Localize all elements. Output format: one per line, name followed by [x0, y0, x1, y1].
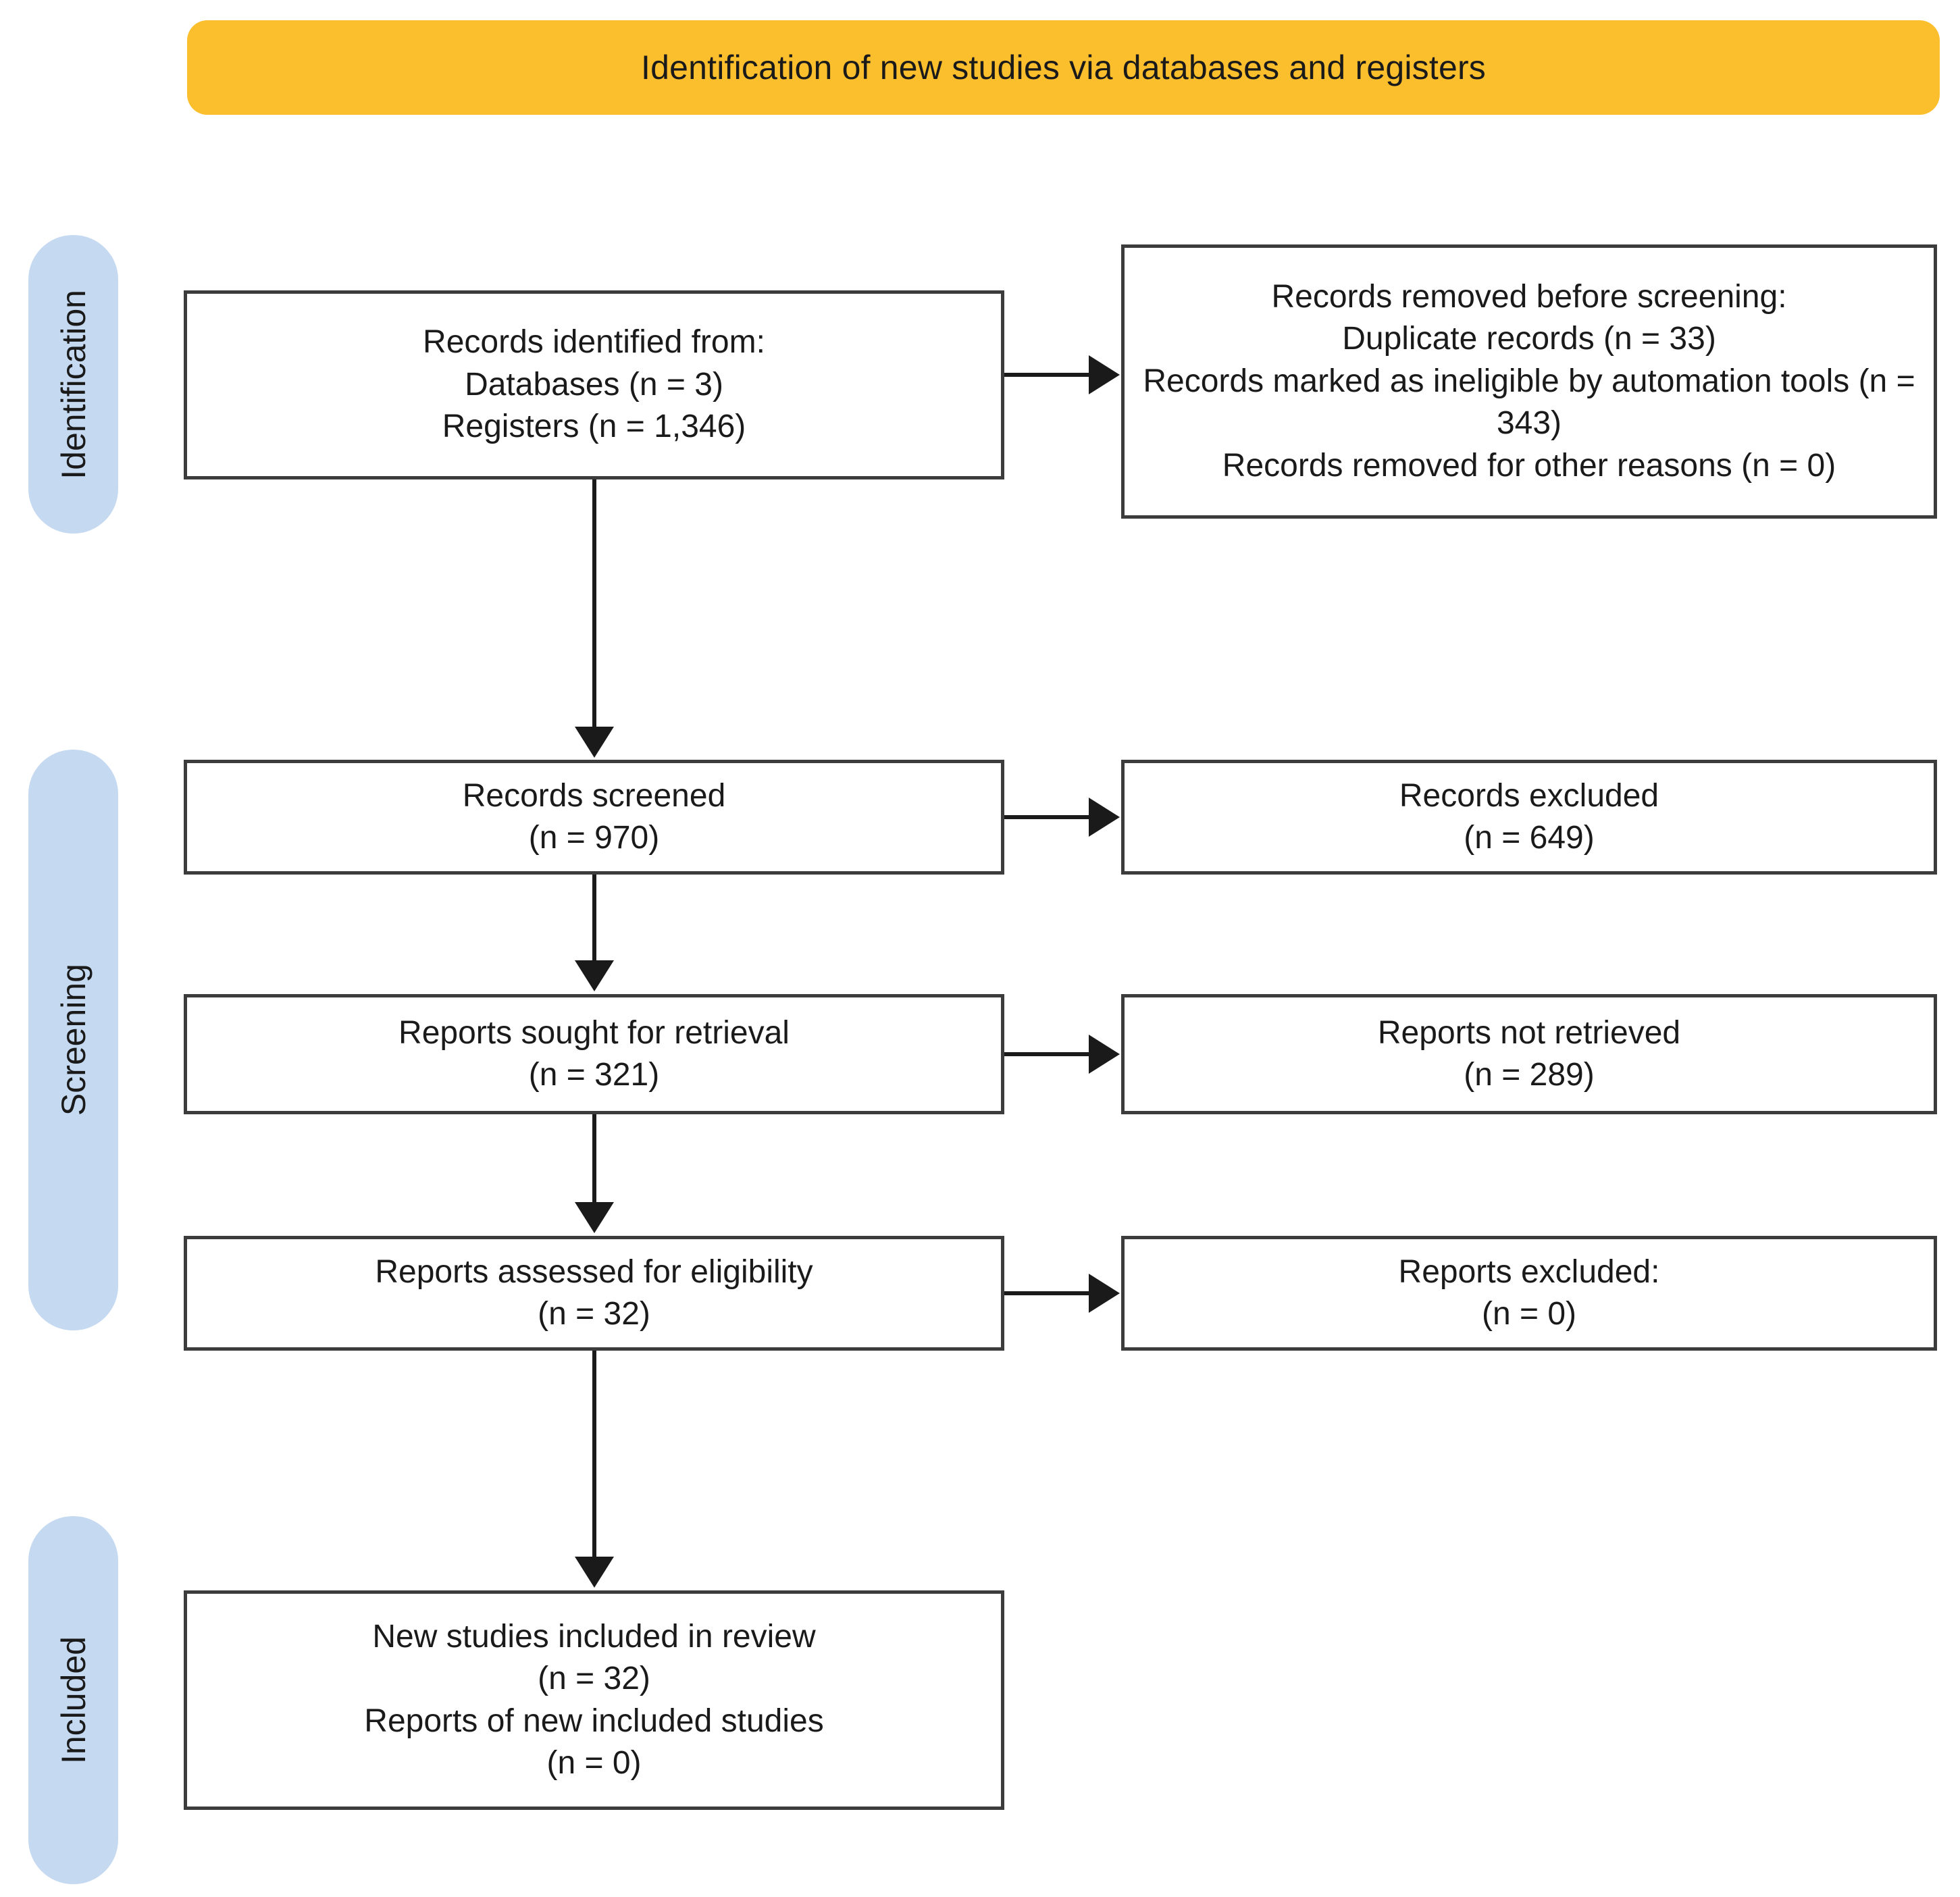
box-line: Duplicate records (n = 33)	[1342, 321, 1716, 357]
box-records-removed-before-screening: Records removed before screening: Duplic…	[1121, 244, 1937, 519]
box-line: (n = 970)	[528, 820, 660, 856]
stage-label-included-text: Included	[54, 1636, 93, 1765]
box-line: (n = 649)	[1464, 820, 1595, 856]
arrowhead-right-icon	[1089, 1274, 1120, 1313]
connector-assessed-to-reports-excluded-line	[1004, 1291, 1091, 1295]
box-line: (n = 321)	[528, 1057, 660, 1093]
box-records-excluded: Records excluded (n = 649)	[1121, 760, 1937, 875]
connector-sought-to-assessed-line	[592, 1114, 596, 1203]
connector-identified-to-removed-line	[1004, 373, 1091, 377]
box-reports-not-retrieved: Reports not retrieved (n = 289)	[1121, 994, 1937, 1114]
arrowhead-right-icon	[1089, 798, 1120, 837]
box-line: Records identified from:	[423, 324, 765, 361]
box-line: (n = 32)	[538, 1661, 650, 1697]
box-reports-excluded: Reports excluded: (n = 0)	[1121, 1236, 1937, 1351]
box-line: Records marked as ineligible by automati…	[1143, 363, 1915, 442]
arrowhead-down-icon	[575, 727, 614, 758]
arrowhead-down-icon	[575, 1202, 614, 1233]
box-line: Records excluded	[1399, 777, 1659, 814]
arrowhead-down-icon	[575, 960, 614, 991]
arrowhead-down-icon	[575, 1557, 614, 1588]
box-line: (n = 32)	[538, 1296, 650, 1332]
box-line: Reports sought for retrieval	[398, 1014, 790, 1051]
box-records-screened: Records screened (n = 970)	[184, 760, 1004, 875]
stage-label-identification: Identification	[28, 235, 118, 534]
connector-assessed-to-included-line	[592, 1351, 596, 1560]
box-line: (n = 0)	[1481, 1296, 1577, 1332]
diagram-header-banner: Identification of new studies via databa…	[187, 20, 1940, 115]
box-line: Reports assessed for eligibility	[375, 1253, 813, 1290]
stage-label-screening: Screening	[28, 750, 118, 1330]
connector-identified-to-screened-line	[592, 479, 596, 729]
arrowhead-right-icon	[1089, 1035, 1120, 1074]
box-line: Databases (n = 3)	[465, 366, 723, 402]
connector-screened-to-excluded-line	[1004, 815, 1091, 819]
box-line: Records screened	[462, 777, 726, 814]
stage-label-screening-text: Screening	[54, 964, 93, 1116]
box-reports-sought-for-retrieval: Reports sought for retrieval (n = 321)	[184, 994, 1004, 1114]
box-line: Registers (n = 1,346)	[442, 409, 746, 445]
box-reports-assessed-for-eligibility: Reports assessed for eligibility (n = 32…	[184, 1236, 1004, 1351]
stage-label-identification-text: Identification	[54, 289, 93, 479]
connector-screened-to-sought-line	[592, 875, 596, 964]
stage-label-included: Included	[28, 1516, 118, 1884]
box-line: (n = 0)	[546, 1744, 642, 1781]
box-new-studies-included-in-review: New studies included in review (n = 32) …	[184, 1590, 1004, 1810]
box-line: Records removed for other reasons (n = 0…	[1222, 447, 1836, 484]
box-line: (n = 289)	[1464, 1057, 1595, 1093]
arrowhead-right-icon	[1089, 355, 1120, 394]
connector-sought-to-not-retrieved-line	[1004, 1052, 1091, 1056]
box-line: Reports not retrieved	[1377, 1014, 1681, 1051]
box-line: New studies included in review	[372, 1618, 816, 1655]
box-line: Reports of new included studies	[364, 1703, 824, 1739]
box-records-identified: Records identified from: Databases (n = …	[184, 290, 1004, 479]
box-line: Records removed before screening:	[1271, 279, 1787, 315]
diagram-title: Identification of new studies via databa…	[640, 48, 1487, 86]
box-line: Reports excluded:	[1398, 1253, 1660, 1290]
